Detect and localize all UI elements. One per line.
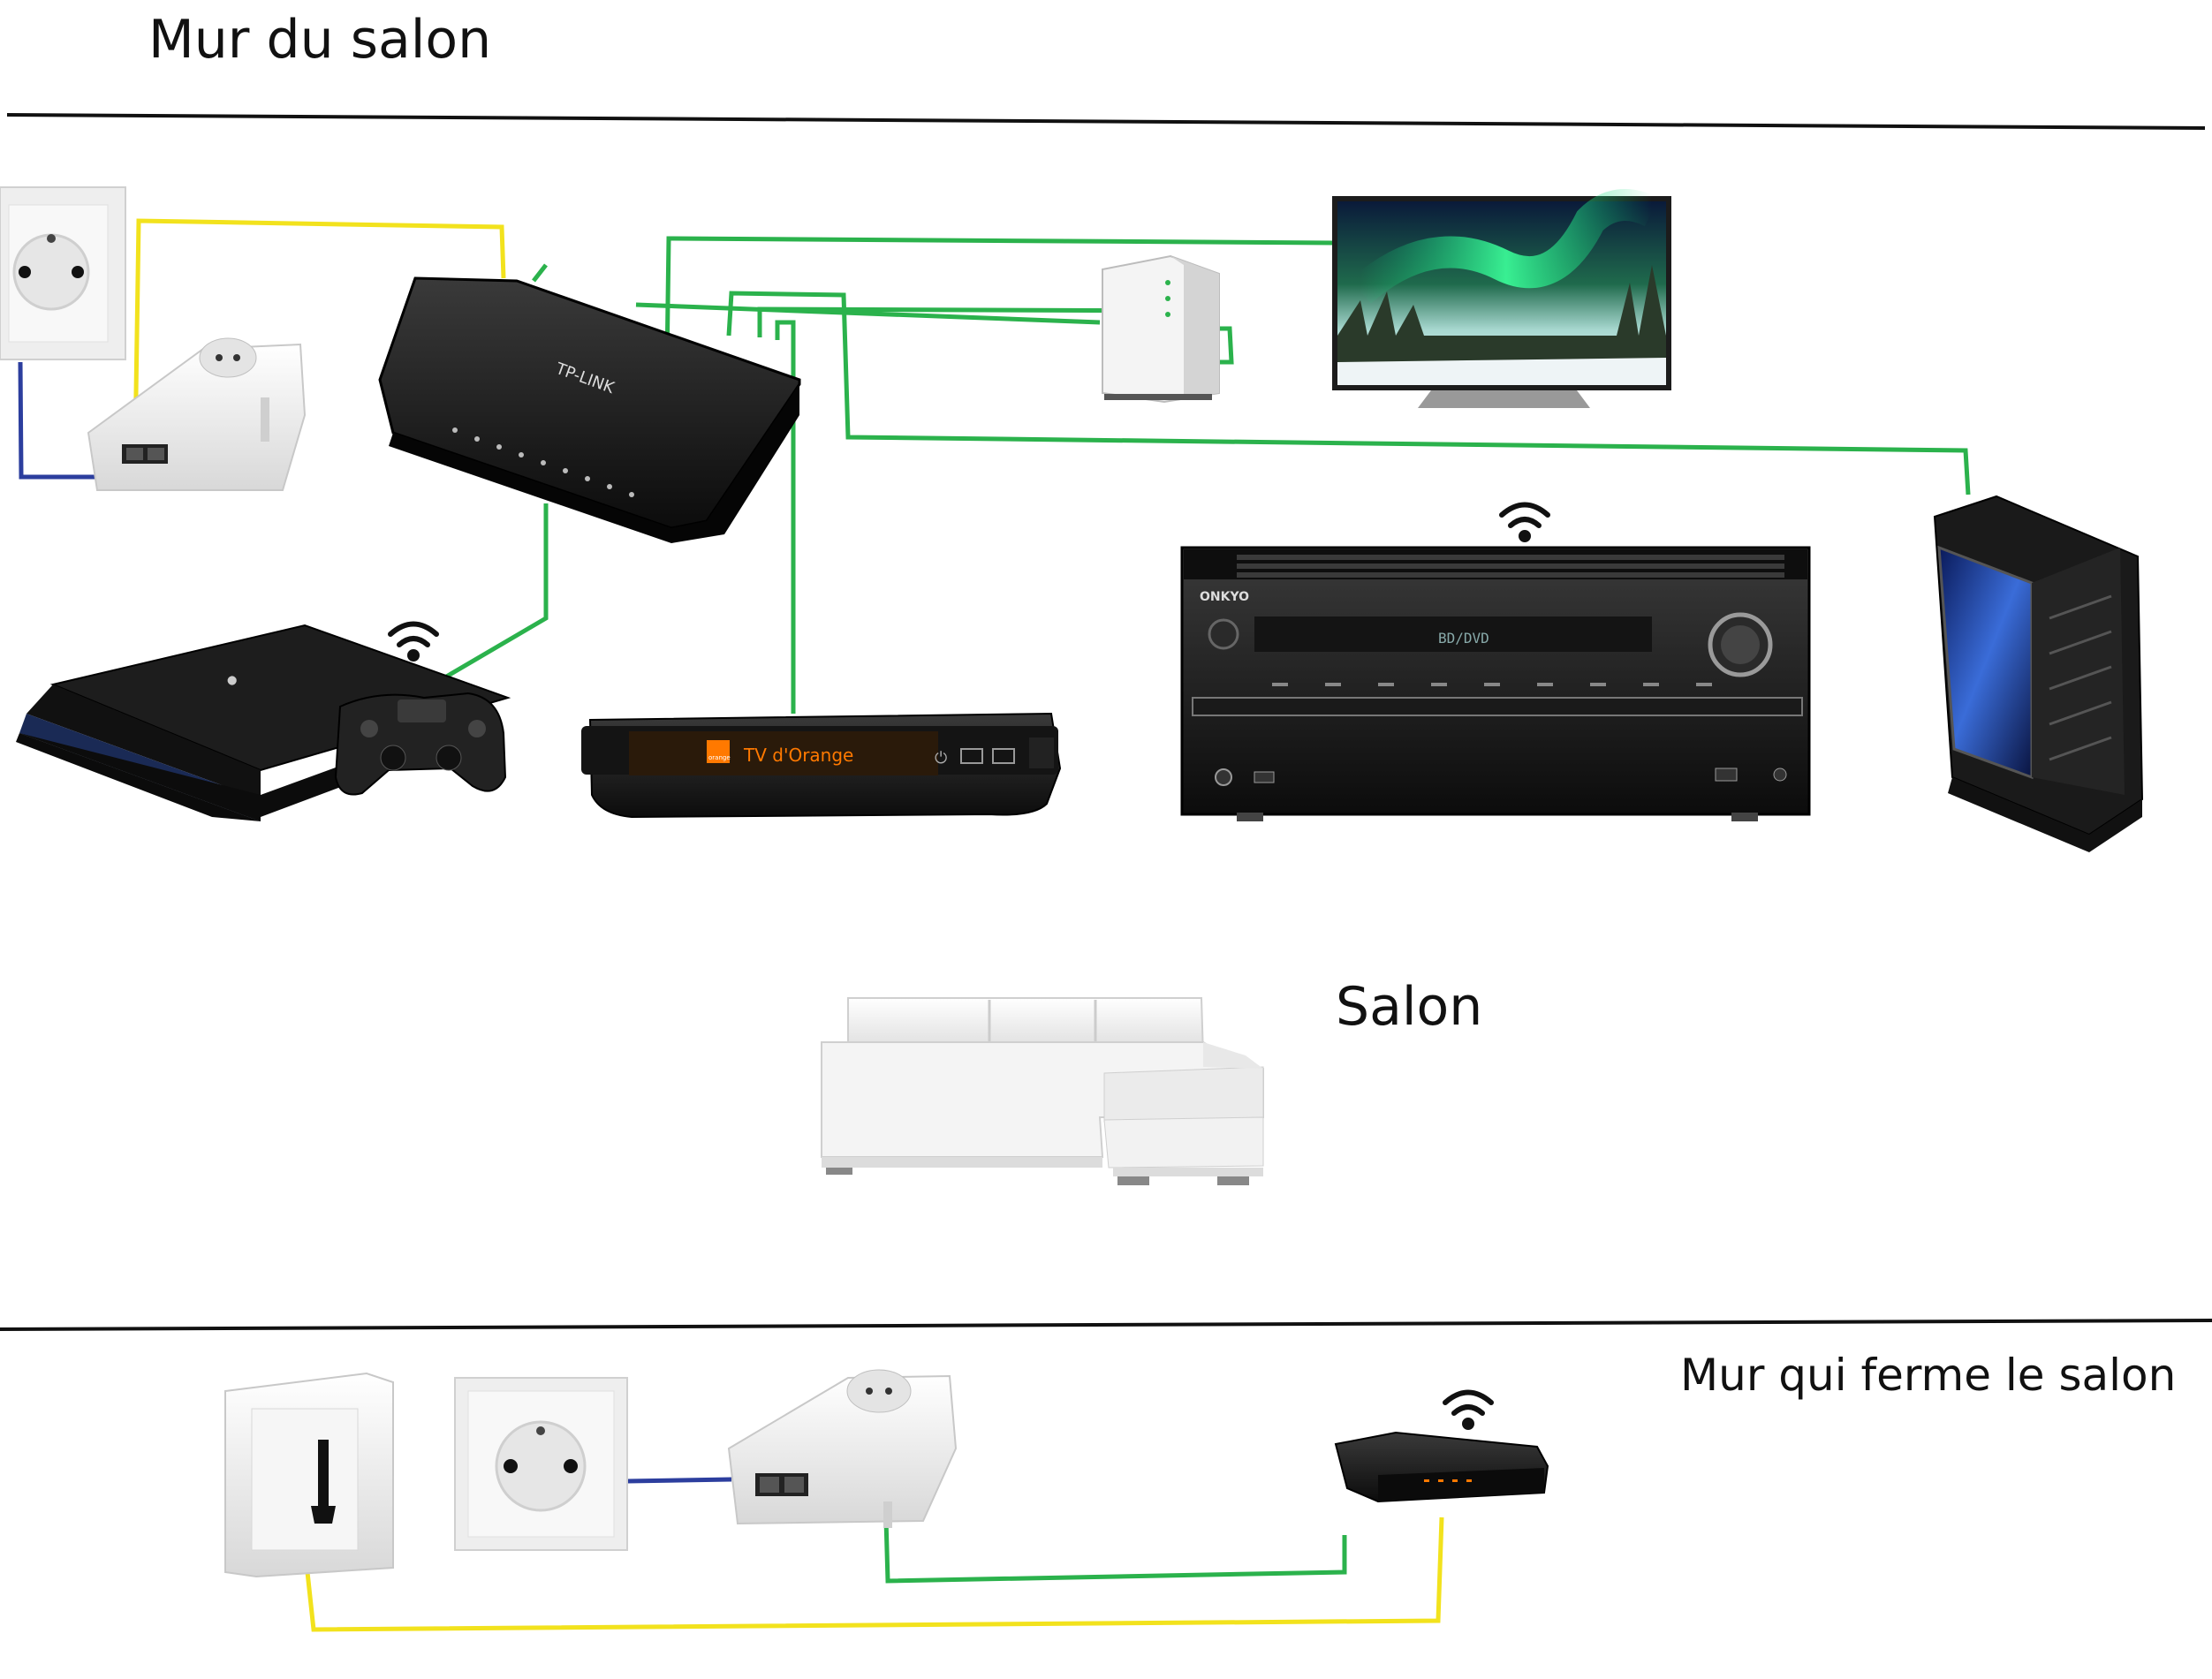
ethernet-switch-pc <box>726 291 1971 495</box>
powerline-adapter-top <box>87 337 307 491</box>
phone-jack <box>224 1372 394 1578</box>
power-cables <box>18 361 732 1484</box>
ps4-controller <box>334 692 507 796</box>
phone-cable-top <box>133 218 506 451</box>
powerline-adapter-bottom <box>727 1369 958 1528</box>
ethernet-switch-nas-2 <box>757 306 1220 337</box>
bottom-wall-line <box>0 1319 2212 1331</box>
ps4-logo-icon: ⚫ <box>223 669 242 694</box>
phone-cables <box>133 218 1444 1632</box>
orange-brand-label: orange <box>708 754 731 761</box>
phone-cable-bottom <box>305 1516 1444 1632</box>
wifi-icon-ps4 <box>388 621 439 662</box>
ethernet-switch-stub <box>532 263 548 283</box>
sofa <box>821 997 1264 1185</box>
orange-modem <box>1334 1431 1549 1503</box>
receiver-display-text: BD/DVD <box>1438 630 1489 647</box>
top-wall-label: Mur du salon <box>148 9 492 71</box>
orange-tv-box: orange TV d'Orange ⏻ <box>581 712 1062 819</box>
ethernet-switch-tv <box>664 236 1335 367</box>
wifi-icon-receiver <box>1499 502 1550 542</box>
network-switch: TP-LINK <box>378 276 801 543</box>
av-receiver: ONKYO BD/DVD <box>1180 546 1811 821</box>
top-wall-line <box>6 113 2206 130</box>
ethernet-switch-nas <box>635 302 1101 325</box>
wall-outlet-top <box>0 186 126 360</box>
room-label: Salon <box>1336 976 1483 1038</box>
receiver-brand-label: ONKYO <box>1200 590 1249 604</box>
ethernet-nas-tv <box>1214 326 1234 365</box>
ethernet-switch-ps4 <box>431 503 549 687</box>
pc-tower <box>1933 495 2144 852</box>
ethernet-switch-tvbox <box>775 320 796 714</box>
ps4-console: ⚫ <box>16 624 511 821</box>
power-cable-top <box>18 361 95 480</box>
wall-outlet-bottom <box>454 1377 628 1551</box>
power-icon: ⏻ <box>935 749 947 767</box>
ethernet-cables <box>431 236 1971 1584</box>
tv-box-name-label: TV d'Orange <box>743 745 853 766</box>
ethernet-plc-modem <box>883 1518 1347 1584</box>
bottom-wall-label: Mur qui ferme le salon <box>1680 1350 2177 1401</box>
power-cable-bottom <box>626 1477 732 1484</box>
television <box>1332 189 1671 408</box>
nas-device <box>1102 254 1220 404</box>
wifi-icon-modem <box>1443 1389 1494 1430</box>
